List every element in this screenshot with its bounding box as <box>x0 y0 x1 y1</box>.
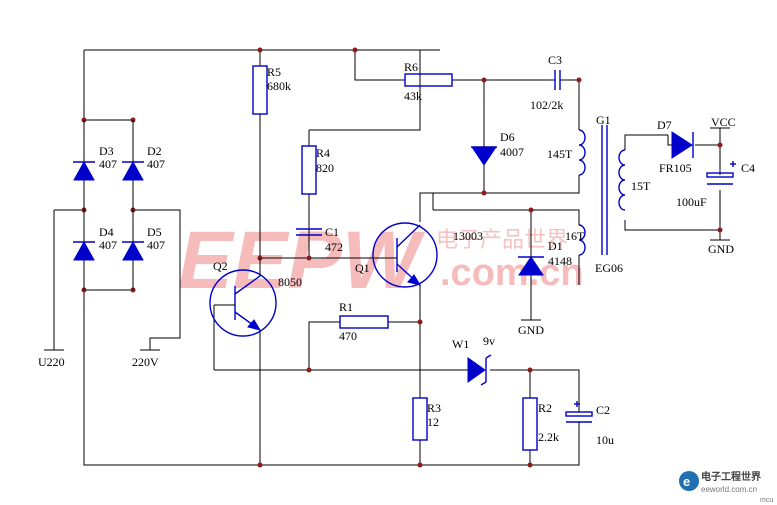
value-c2: 10u <box>596 433 614 447</box>
resistor-r4 <box>301 145 317 195</box>
label-vcc: VCC <box>711 115 736 129</box>
capacitor-c3 <box>550 70 565 90</box>
resistor-r1 <box>339 315 389 329</box>
label-r2: R2 <box>538 401 552 415</box>
label-c4: C4 <box>741 161 755 175</box>
value-d4: 407 <box>99 238 117 252</box>
zener-w1 <box>467 354 492 386</box>
label-15t: 15T <box>631 179 651 193</box>
label-u220: U220 <box>38 355 65 369</box>
junctions <box>81 47 723 468</box>
capacitor-c4 <box>706 161 736 185</box>
diode-d1 <box>518 250 544 276</box>
label-r4: R4 <box>316 146 330 160</box>
watermark-cn: 电子产品世界 <box>436 228 568 253</box>
logo-sub: mcu <box>760 497 773 504</box>
label-q1: Q1 <box>355 261 370 275</box>
label-c3: C3 <box>548 53 562 67</box>
resistor-r6 <box>404 73 453 87</box>
svg-text:e: e <box>683 474 690 489</box>
watermark-dotcom: .com.cn <box>440 252 584 294</box>
diode-d2 <box>122 120 144 210</box>
resistor-r5 <box>252 65 268 115</box>
value-q1: 13003 <box>453 229 483 243</box>
diode-d6 <box>471 140 497 166</box>
label-c1: C1 <box>325 225 339 239</box>
logo-cn: 电子工程世界 <box>701 470 761 483</box>
resistor-r3 <box>412 397 428 441</box>
diode-d7 <box>667 131 694 159</box>
label-220v: 220V <box>132 355 159 369</box>
label-eg06: EG06 <box>595 261 623 275</box>
label-g1: G1 <box>596 113 611 127</box>
value-c3: 102/2k <box>530 98 563 112</box>
value-d2: 407 <box>147 157 165 171</box>
transformer-g1 <box>578 125 626 256</box>
value-q2: 8050 <box>278 275 302 289</box>
value-r1: 470 <box>339 329 357 343</box>
label-145t: 145T <box>547 147 573 161</box>
transistor-q1 <box>372 222 438 288</box>
capacitor-c2 <box>565 400 593 440</box>
value-d5: 407 <box>147 238 165 252</box>
diode-d4 <box>73 210 95 290</box>
value-d1: 4148 <box>548 254 572 268</box>
label-16t: 16T <box>565 229 585 243</box>
label-w1: W1 <box>452 337 469 351</box>
value-d7: FR105 <box>659 161 692 175</box>
value-r3: 12 <box>427 415 439 429</box>
label-d1: D1 <box>548 239 563 253</box>
logo-url: eeworld.com.cn <box>701 485 757 494</box>
label-gnd-output: GND <box>708 242 734 256</box>
value-r5: 680k <box>267 79 291 93</box>
value-d6: 4007 <box>500 145 524 159</box>
eeworld-logo: e 电子工程世界 eeworld.com.cn mcu <box>679 470 773 504</box>
diode-d5 <box>122 210 144 290</box>
capacitor-c1 <box>296 228 322 236</box>
value-r6: 43k <box>404 89 422 103</box>
label-d4: D4 <box>99 225 114 239</box>
value-d3: 407 <box>99 157 117 171</box>
value-r4: 820 <box>316 161 334 175</box>
value-w1: 9v <box>483 334 495 348</box>
value-r2: 2.2k <box>538 430 559 444</box>
eepw-watermark: EEPW 电子产品世界 .com.cn <box>178 215 584 306</box>
component-labels: R5 680k R6 43k C3 102/2k G1 D7 FR105 VCC… <box>38 53 755 447</box>
label-r6: R6 <box>404 60 418 74</box>
label-r5: R5 <box>267 65 281 79</box>
label-r3: R3 <box>427 401 441 415</box>
value-c4: 100uF <box>676 195 707 209</box>
label-c2: C2 <box>596 403 610 417</box>
label-d3: D3 <box>99 144 114 158</box>
label-d7: D7 <box>657 118 672 132</box>
resistor-r2 <box>522 397 538 451</box>
label-d2: D2 <box>147 144 162 158</box>
label-q2: Q2 <box>213 259 228 273</box>
transistor-q2 <box>209 258 277 337</box>
label-r1: R1 <box>339 300 353 314</box>
value-c1: 472 <box>325 240 343 254</box>
label-gnd-d1: GND <box>518 323 544 337</box>
diode-d3 <box>73 120 95 210</box>
label-d5: D5 <box>147 225 162 239</box>
label-d6: D6 <box>500 130 515 144</box>
